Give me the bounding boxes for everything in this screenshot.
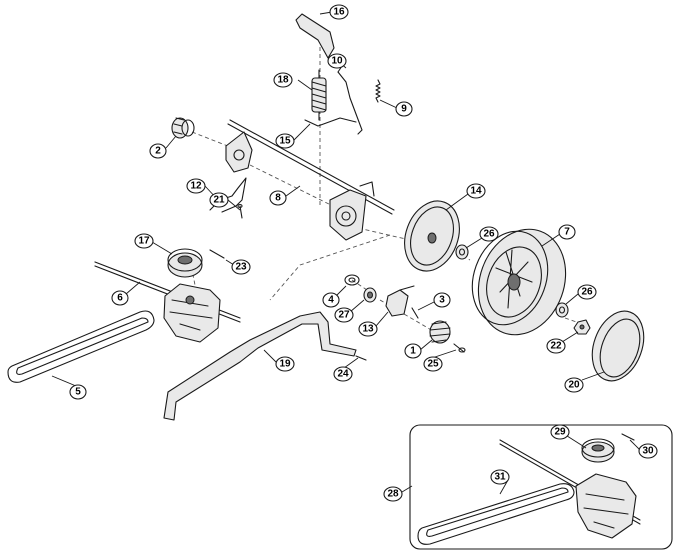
callout-10-label: 10 xyxy=(331,56,343,67)
callout-25-label: 25 xyxy=(427,359,439,370)
part-15-linkage xyxy=(304,117,357,127)
callout-24-label: 24 xyxy=(337,369,349,380)
callout-1-label: 1 xyxy=(410,346,416,357)
callout-31: 31 xyxy=(490,469,510,485)
callout-12-label: 12 xyxy=(190,181,202,192)
callout-27: 27 xyxy=(334,307,354,323)
callout-23: 23 xyxy=(231,259,251,275)
callout-16-label: 16 xyxy=(333,7,345,18)
callout-20: 20 xyxy=(564,377,584,393)
part-22-nut xyxy=(573,319,591,335)
callout-7: 7 xyxy=(558,224,576,240)
callout-24: 24 xyxy=(333,366,353,382)
part-9-spring xyxy=(375,79,381,103)
part-5-belt xyxy=(7,310,155,383)
part-10-rod xyxy=(337,65,363,135)
part-26-washer-left xyxy=(455,244,469,260)
callout-13-label: 13 xyxy=(362,324,374,335)
callout-16: 16 xyxy=(329,4,349,20)
callout-20-label: 20 xyxy=(568,380,580,391)
part-26-washer-right xyxy=(555,302,569,318)
callout-25: 25 xyxy=(423,356,443,372)
callout-28: 28 xyxy=(383,486,403,502)
callout-18: 18 xyxy=(273,72,293,88)
callout-14-label: 14 xyxy=(470,186,482,197)
callout-9: 9 xyxy=(395,101,413,117)
callout-8: 8 xyxy=(269,190,287,206)
callout-26-right: 26 xyxy=(577,284,597,300)
callout-17-label: 17 xyxy=(138,236,150,247)
part-27-nut xyxy=(363,287,377,303)
callout-19: 19 xyxy=(275,356,295,372)
callout-4-label: 4 xyxy=(328,295,334,306)
callout-14: 14 xyxy=(466,183,486,199)
callout-2: 2 xyxy=(149,143,167,159)
callout-6: 6 xyxy=(111,290,129,306)
callout-15: 15 xyxy=(275,133,295,149)
callout-18-label: 18 xyxy=(277,75,289,86)
callout-31-label: 31 xyxy=(494,472,506,483)
callout-9-label: 9 xyxy=(401,104,407,115)
callout-10: 10 xyxy=(327,53,347,69)
callout-29-label: 29 xyxy=(554,427,566,438)
part-21-pin xyxy=(237,203,243,219)
part-24-clip xyxy=(355,355,367,361)
part-16-lever xyxy=(295,13,335,59)
part-2-bushing xyxy=(171,117,195,139)
callout-8-label: 8 xyxy=(275,193,281,204)
part-18-spring xyxy=(311,69,327,121)
callout-6-label: 6 xyxy=(117,293,123,304)
callout-4: 4 xyxy=(322,292,340,308)
callout-21: 21 xyxy=(209,192,229,208)
callout-28-label: 28 xyxy=(387,489,399,500)
callout-27-label: 27 xyxy=(338,310,350,321)
callout-19-label: 19 xyxy=(279,359,291,370)
part-25-screw xyxy=(453,343,466,353)
callout-2-label: 2 xyxy=(155,146,161,157)
callout-30: 30 xyxy=(638,443,658,459)
callout-26-left-label: 26 xyxy=(483,229,495,240)
callout-3: 3 xyxy=(433,292,451,308)
part-gearbox xyxy=(163,283,221,343)
part-23-key xyxy=(209,249,225,259)
callout-23-label: 23 xyxy=(235,262,247,273)
callout-26-left: 26 xyxy=(479,226,499,242)
callout-1: 1 xyxy=(404,343,422,359)
inset-detail xyxy=(409,424,673,550)
callout-17: 17 xyxy=(134,233,154,249)
part-17-pulley xyxy=(167,248,203,278)
callout-21-label: 21 xyxy=(213,195,225,206)
part-14-hubcap xyxy=(404,200,460,272)
part-1-pinion xyxy=(429,320,451,344)
callout-3-label: 3 xyxy=(439,295,445,306)
callout-13: 13 xyxy=(358,321,378,337)
callout-22-label: 22 xyxy=(550,341,562,352)
part-4-washer xyxy=(344,274,360,286)
part-19-lever xyxy=(163,311,357,421)
part-13-pawl xyxy=(385,285,415,317)
callout-26-right-label: 26 xyxy=(581,287,593,298)
callout-7-label: 7 xyxy=(564,227,570,238)
part-3-pin xyxy=(411,307,419,319)
callout-15-label: 15 xyxy=(279,136,291,147)
part-8-axle xyxy=(225,119,395,241)
callout-22: 22 xyxy=(546,338,566,354)
part-7-wheel xyxy=(471,228,567,336)
part-20-cover xyxy=(591,310,645,382)
callout-29: 29 xyxy=(550,424,570,440)
callout-5: 5 xyxy=(69,384,87,400)
callout-12: 12 xyxy=(186,178,206,194)
callout-30-label: 30 xyxy=(642,446,654,457)
callout-5-label: 5 xyxy=(75,387,81,398)
